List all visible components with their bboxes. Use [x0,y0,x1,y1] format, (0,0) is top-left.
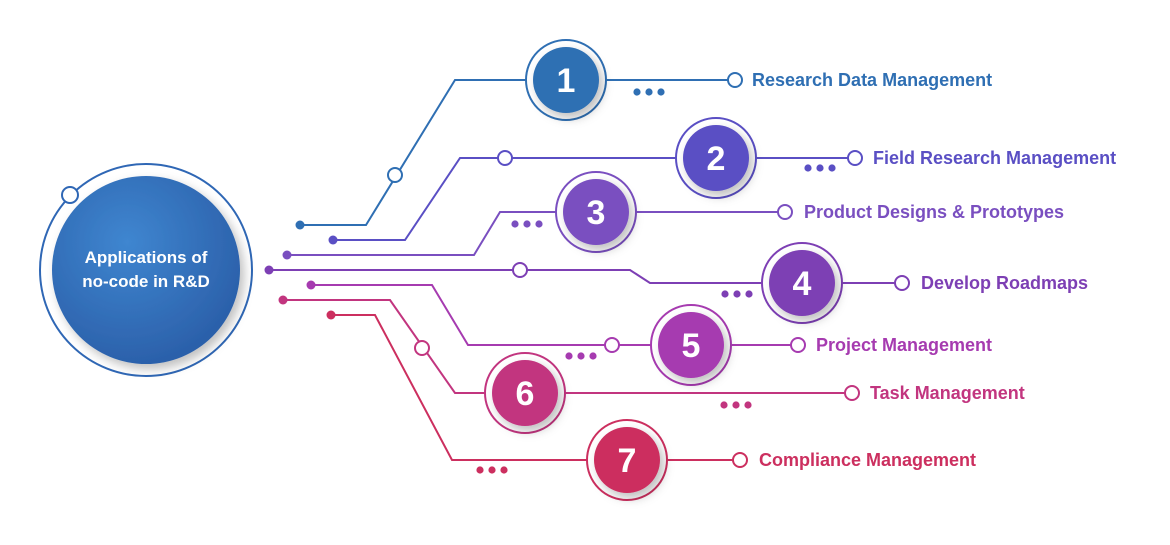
mid-nodes [387,150,620,356]
ellipsis-2 [804,164,836,172]
end-node-3 [777,204,793,220]
connector-1 [300,79,735,226]
label-research-data-management: Research Data Management [752,70,993,90]
number-badge-4: 4 [761,242,843,324]
label-compliance-management: Compliance Management [759,450,977,470]
connector-3 [287,211,785,256]
number-badge-disc [658,312,724,378]
number-badge-disc [683,125,749,191]
mid-node-4 [512,262,528,278]
ellipsis-1 [633,88,665,96]
hub-title-line-2: no-code in R&D [82,272,210,291]
label-field-research-management: Field Research Management [873,148,1117,168]
start-dot-7 [326,310,336,320]
mid-node-6 [414,340,430,356]
end-node-4 [894,275,910,291]
start-dot-2 [328,235,338,245]
start-dot-6 [278,295,288,305]
number-badge-7: 7 [586,419,668,501]
mid-node-2 [497,150,513,166]
mid-node-5 [604,337,620,353]
connector-2 [333,157,855,241]
ellipsis-4 [721,290,753,298]
number-badge-text: 5 [682,327,701,365]
number-badge-1: 1 [525,39,607,121]
hub-title-line-1: Applications of [84,248,208,267]
end-node-7 [732,452,748,468]
connector-6 [283,299,852,394]
number-badge-text: 4 [793,265,812,303]
number-badge-disc [594,427,660,493]
end-nodes [727,72,910,468]
number-badge-text: 1 [557,62,576,100]
number-badges: 1 2 3 4 5 6 7 [484,39,843,501]
start-dots [264,220,338,320]
hub-outer-ring [39,163,253,377]
end-node-1 [727,72,743,88]
number-badge-disc [769,250,835,316]
number-badge-text: 7 [618,442,637,480]
number-badge-text: 2 [707,140,726,178]
start-dot-4 [264,265,274,275]
end-node-6 [844,385,860,401]
ellipsis-3 [511,220,543,228]
start-dot-5 [306,280,316,290]
label-task-management: Task Management [870,383,1025,403]
number-badge-3: 3 [555,171,637,253]
start-dot-1 [295,220,305,230]
hub [39,163,253,377]
end-node-2 [847,150,863,166]
number-badge-disc [533,47,599,113]
ellipsis-5 [565,352,597,360]
end-node-5 [790,337,806,353]
number-badge-5: 5 [650,304,732,386]
ellipsis-dots [476,88,836,474]
number-badge-6: 6 [484,352,566,434]
label-product-designs-prototypes: Product Designs & Prototypes [804,202,1065,222]
number-badge-2: 2 [675,117,757,199]
mid-node-1 [387,167,403,183]
label-develop-roadmaps: Develop Roadmaps [921,273,1089,293]
number-badge-text: 3 [587,194,606,232]
number-badge-disc [492,360,558,426]
start-dot-3 [282,250,292,260]
ellipsis-7 [476,466,508,474]
number-badge-text: 6 [516,375,535,413]
ellipsis-6 [720,401,752,409]
number-badge-disc [563,179,629,245]
hub-ring-node [61,186,79,204]
hub-title: Applications of no-code in R&D [62,246,230,294]
hub-disc [52,176,240,364]
label-project-management: Project Management [816,335,993,355]
connector-5 [311,284,798,346]
